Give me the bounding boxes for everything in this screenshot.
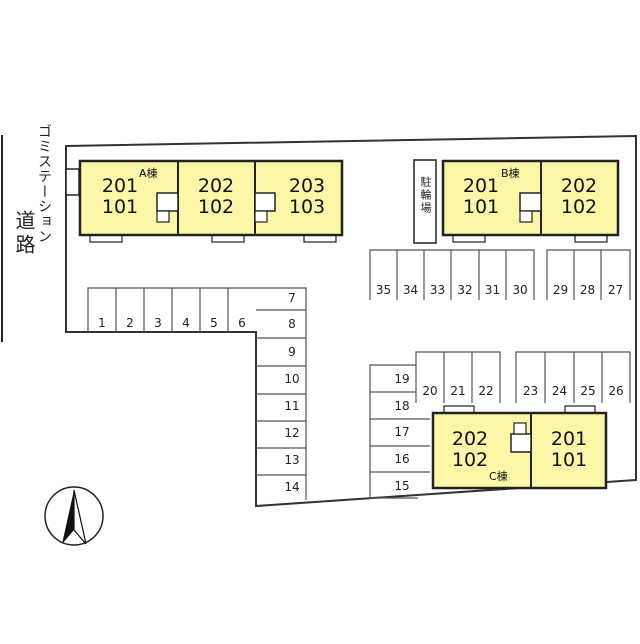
building-a-unit-3: 203 103: [288, 175, 326, 218]
parking-space-label: 9: [288, 345, 296, 359]
parking-space-label: 24: [551, 384, 568, 398]
parking-space-label: 22: [478, 384, 494, 398]
parking-space-label: 14: [284, 480, 300, 494]
parking-row-mid-a: [415, 351, 501, 403]
parking-space-label: 29: [552, 283, 569, 297]
parking-space-label: 1: [98, 316, 106, 330]
building-b-unit-1: 201 101: [462, 175, 500, 218]
parking-space-label: 28: [579, 283, 596, 297]
parking-space-label: 16: [394, 452, 410, 466]
parking-space-label: 2: [126, 316, 134, 330]
parking-space-label: 19: [394, 372, 410, 386]
parking-column-right: [369, 364, 430, 499]
parking-space-label: 18: [394, 399, 410, 413]
parking-space-label: 20: [422, 384, 438, 398]
north-arrow-icon: [44, 486, 104, 546]
parking-space-label: 34: [402, 283, 419, 297]
building-a-unit-1: 201 101: [101, 175, 139, 218]
parking-space-label: 26: [608, 384, 624, 398]
parking-space-label: 15: [394, 479, 410, 493]
parking-space-label: 23: [522, 384, 539, 398]
parking-space-label: 32: [457, 283, 473, 297]
parking-space-label: 6: [238, 316, 246, 330]
bicycle-parking-label: 駐輪場: [419, 176, 432, 215]
building-c-label: C棟: [489, 470, 508, 483]
parking-space-label: 13: [284, 453, 300, 467]
building-b-unit-2: 202 102: [560, 175, 598, 218]
parking-space-label: 25: [580, 384, 596, 398]
building-c-unit-2: 201 101: [550, 428, 588, 471]
bicycle-parking-box: [413, 159, 437, 244]
parking-space-label: 3: [154, 316, 162, 330]
parking-space-label: 35: [375, 283, 392, 297]
building-c-unit-1: 202 102: [451, 428, 489, 471]
garbage-station-box: [65, 168, 80, 196]
parking-space-label: 8: [288, 317, 296, 331]
building-b: [441, 159, 620, 243]
parking-space-label: 31: [484, 283, 501, 297]
parking-space-label: 4: [182, 316, 190, 330]
parking-row-mid-b: [515, 351, 631, 403]
parking-row-bottom-left: [87, 287, 256, 332]
parking-space-label: 21: [450, 384, 466, 398]
parking-row-top-right-b: [546, 249, 631, 300]
building-c: [431, 405, 608, 490]
building-a-label: A棟: [139, 167, 158, 180]
site-boundary: [65, 134, 637, 508]
parking-space-label: 12: [284, 426, 300, 440]
building-b-label: B棟: [501, 167, 520, 180]
parking-space-label: 27: [607, 283, 624, 297]
parking-space-label: 17: [394, 425, 410, 439]
parking-space-label: 33: [429, 283, 446, 297]
parking-space-label: 7: [288, 291, 296, 305]
parking-space-label: 30: [512, 283, 528, 297]
parking-column-center: [256, 287, 307, 500]
parking-space-label: 5: [210, 316, 218, 330]
road-label: 道路: [12, 210, 36, 258]
garbage-station-label: ゴミステーション: [36, 124, 52, 244]
parking-space-label: 11: [284, 399, 300, 413]
building-a: [78, 159, 344, 243]
building-a-unit-2: 202 102: [197, 175, 235, 218]
parking-row-top-right-a: [369, 249, 535, 300]
parking-space-label: 10: [284, 372, 300, 386]
